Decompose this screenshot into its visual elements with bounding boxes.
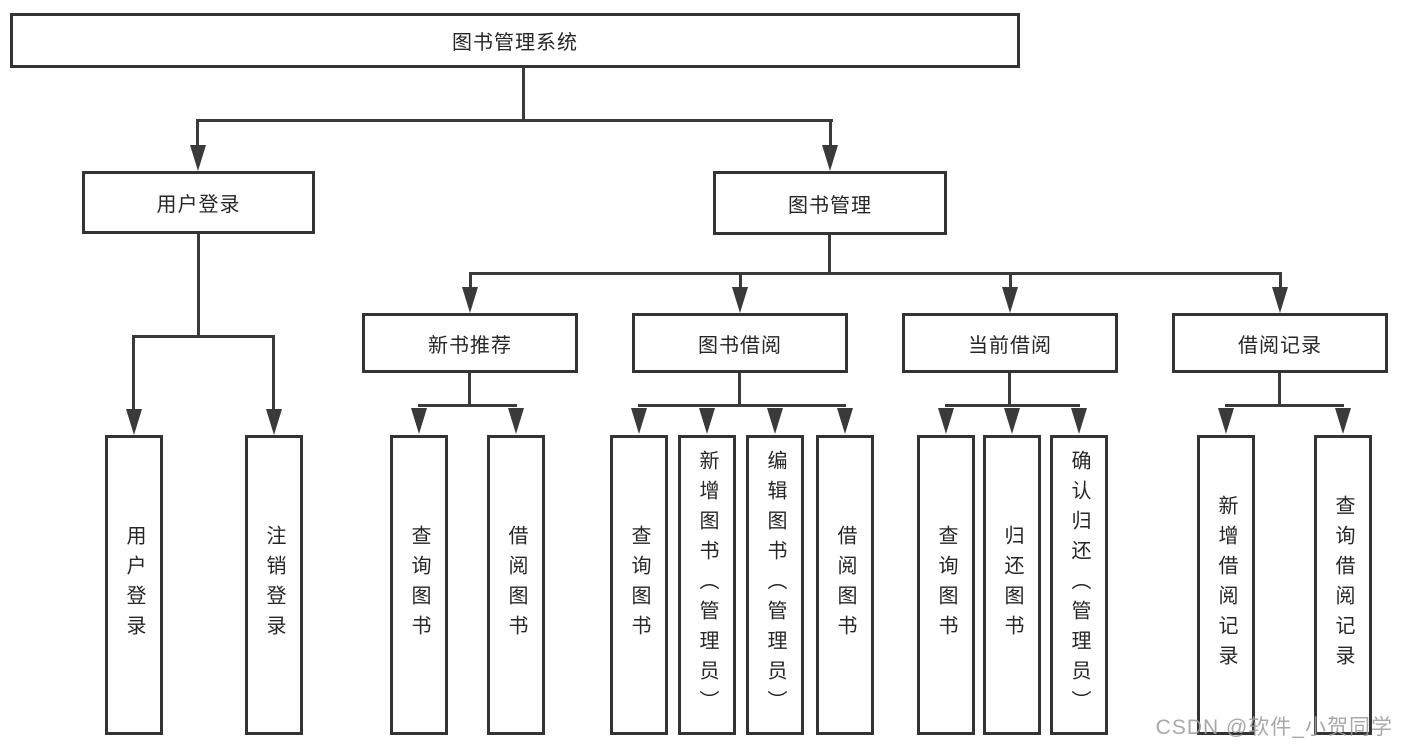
arrow-down [1335, 408, 1351, 434]
node-borrowing-records: 借阅记录 [1172, 313, 1388, 373]
arrow-down [1272, 287, 1288, 313]
leaf-query-borrow-record: 查询借阅记录 [1314, 435, 1372, 735]
arrow-down [822, 145, 838, 171]
node-book-management: 图书管理 [713, 171, 947, 235]
leaf-borrow-books-borrow: 借阅图书 [816, 435, 874, 735]
connector-hline [133, 335, 275, 338]
connector-vline [1009, 272, 1012, 288]
leaf-label: 查询图书 [408, 525, 430, 645]
arrow-down [732, 287, 748, 313]
connector-vline [738, 373, 741, 406]
leaf-query-books-newrec: 查询图书 [390, 435, 448, 735]
leaf-label: 新增图书（管理员） [696, 450, 718, 720]
connector-vline [522, 68, 525, 121]
leaf-label: 借阅图书 [834, 525, 856, 645]
connector-hline [197, 119, 833, 122]
leaf-return-books: 归还图书 [983, 435, 1041, 735]
connector-hline [469, 272, 1282, 275]
connector-hline [638, 404, 846, 407]
arrow-down [462, 287, 478, 313]
connector-hline [1225, 404, 1344, 407]
connector-hline [418, 404, 517, 407]
leaf-label: 编辑图书（管理员） [764, 450, 786, 720]
leaf-label: 查询图书 [628, 525, 650, 645]
leaf-label: 查询图书 [935, 525, 957, 645]
arrow-down [266, 409, 282, 435]
leaf-user-login: 用户登录 [105, 435, 163, 735]
arrow-down [508, 408, 524, 434]
connector-vline [469, 272, 472, 288]
leaf-label: 查询借阅记录 [1332, 495, 1354, 675]
arrow-down [837, 408, 853, 434]
node-user-login: 用户登录 [82, 171, 315, 234]
leaf-add-books-admin: 新增图书（管理员） [678, 435, 736, 735]
node-book-borrowing: 图书借阅 [632, 313, 848, 373]
leaf-label: 用户登录 [123, 525, 145, 645]
leaf-confirm-return-admin: 确认归还（管理员） [1050, 435, 1108, 735]
leaf-label: 归还图书 [1001, 525, 1023, 645]
connector-vline [468, 373, 471, 406]
connector-vline [829, 119, 832, 147]
connector-vline [1278, 373, 1281, 406]
leaf-borrow-books-newrec: 借阅图书 [487, 435, 545, 735]
arrow-down [1004, 408, 1020, 434]
node-new-book-recommend: 新书推荐 [362, 313, 578, 373]
leaf-query-books-current: 查询图书 [917, 435, 975, 735]
arrow-down [1002, 287, 1018, 313]
connector-vline [1279, 272, 1282, 288]
leaf-query-books-borrow: 查询图书 [610, 435, 668, 735]
leaf-label: 确认归还（管理员） [1068, 450, 1090, 720]
leaf-label: 借阅图书 [505, 525, 527, 645]
leaf-logout: 注销登录 [245, 435, 303, 735]
arrow-down [1218, 408, 1234, 434]
arrow-down [631, 408, 647, 434]
arrow-down [767, 408, 783, 434]
node-root: 图书管理系统 [10, 13, 1020, 68]
arrow-down [190, 145, 206, 171]
arrow-down [699, 408, 715, 434]
connector-vline [197, 234, 200, 337]
leaf-edit-books-admin: 编辑图书（管理员） [746, 435, 804, 735]
connector-hline [945, 404, 1080, 407]
connector-vline [272, 335, 275, 410]
connector-vline [739, 272, 742, 288]
connector-vline [132, 335, 135, 410]
connector-vline [196, 119, 199, 147]
connector-vline [828, 235, 831, 274]
watermark: CSDN @软件_小贺同学 [1155, 716, 1393, 739]
leaf-add-borrow-record: 新增借阅记录 [1197, 435, 1255, 735]
connector-vline [1008, 373, 1011, 406]
leaf-label: 新增借阅记录 [1215, 495, 1237, 675]
arrow-down [938, 408, 954, 434]
leaf-label: 注销登录 [263, 525, 285, 645]
arrow-down [1071, 408, 1087, 434]
node-current-borrowing: 当前借阅 [902, 313, 1118, 373]
arrow-down [126, 409, 142, 435]
arrow-down [411, 408, 427, 434]
